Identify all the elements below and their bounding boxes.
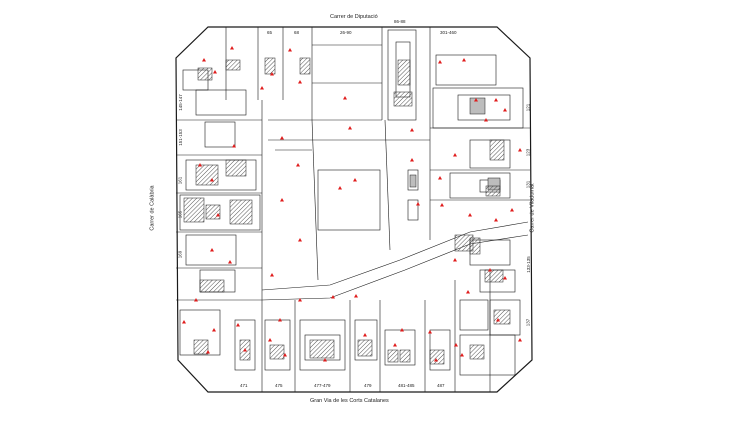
right-number-4: 133-135: [525, 256, 531, 273]
entrance-marker: [496, 318, 500, 322]
entrance-marker: [268, 338, 272, 342]
entrance-marker: [298, 80, 302, 84]
street-bottom-label: Gran Via de les Corts Catalanes: [310, 398, 389, 404]
entrance-marker: [494, 98, 498, 102]
entrance-marker: [232, 144, 236, 148]
bottom-number-3: 477-479: [314, 383, 331, 388]
entrance-marker: [460, 353, 464, 357]
entrance-marker: [212, 328, 216, 332]
entrance-marker: [518, 148, 522, 152]
left-number-2: 151-153: [177, 129, 183, 146]
left-number-5: 169: [177, 250, 183, 259]
bottom-number-1: 471: [240, 383, 248, 388]
entrance-marker: [296, 163, 300, 167]
entrance-marker: [466, 290, 470, 294]
entrance-marker: [202, 58, 206, 62]
entrance-marker: [410, 128, 414, 132]
entrance-marker: [416, 202, 420, 206]
entrance-marker: [503, 108, 507, 112]
entrance-marker: [331, 295, 335, 299]
entrance-marker: [510, 208, 514, 212]
entrance-markers: [182, 46, 522, 362]
entrance-marker: [216, 213, 220, 217]
entrance-marker: [280, 198, 284, 202]
bottom-number-4: 479: [364, 383, 372, 388]
gray-blocks: [409, 97, 501, 191]
entrance-marker: [338, 186, 342, 190]
entrance-marker: [228, 260, 232, 264]
entrance-marker: [488, 268, 492, 272]
entrance-marker: [428, 330, 432, 334]
bottom-number-6: 487: [437, 383, 445, 388]
entrance-marker: [400, 328, 404, 332]
entrance-marker: [236, 323, 240, 327]
entrance-marker: [270, 273, 274, 277]
entrance-marker: [230, 46, 234, 50]
street-left-label: Carrer de Calàbria: [149, 185, 156, 231]
entrance-marker: [210, 248, 214, 252]
entrance-marker: [348, 126, 352, 130]
entrance-marker: [198, 163, 202, 167]
entrance-marker: [363, 333, 367, 337]
entrance-marker: [453, 258, 457, 262]
entrance-marker: [438, 176, 442, 180]
bottom-number-2: 475: [275, 383, 283, 388]
entrance-marker: [503, 276, 507, 280]
top-number-1: 65: [267, 30, 273, 35]
block-outline: [175, 26, 533, 393]
hatched-stairs: [183, 57, 511, 365]
entrance-marker: [298, 298, 302, 302]
street-top-label: Carrer de Diputació: [330, 14, 378, 20]
right-number-3: 131: [525, 180, 531, 189]
left-number-3: 161: [177, 176, 183, 185]
entrance-marker: [283, 353, 287, 357]
entrance-marker: [194, 298, 198, 302]
entrance-marker: [280, 136, 284, 140]
entrance-marker: [343, 96, 347, 100]
entrance-marker: [393, 343, 397, 347]
entrance-marker: [474, 98, 478, 102]
right-number-1: 121: [525, 103, 531, 112]
street-right-label: Carrer de Viladomat: [529, 183, 536, 233]
entrance-marker: [434, 358, 438, 362]
entrance-marker: [468, 213, 472, 217]
entrance-marker: [323, 358, 327, 362]
top-number-3: 26-90: [340, 30, 352, 35]
entrance-marker: [260, 86, 264, 90]
interior-lines: [176, 27, 530, 392]
entrance-marker: [438, 60, 442, 64]
entrance-marker: [453, 153, 457, 157]
entrance-marker: [410, 158, 414, 162]
entrance-marker: [353, 178, 357, 182]
entrance-marker: [454, 343, 458, 347]
right-number-5: 137: [525, 318, 531, 327]
top-number-2: 68: [294, 30, 300, 35]
entrance-marker: [462, 58, 466, 62]
entrance-marker: [484, 118, 488, 122]
right-number-2: 123: [525, 148, 531, 157]
entrance-marker: [518, 338, 522, 342]
top-right-number: 301-460: [440, 30, 457, 35]
entrance-marker: [278, 318, 282, 322]
bottom-number-5: 481-485: [398, 383, 415, 388]
entrance-marker: [182, 320, 186, 324]
entrance-marker: [213, 70, 217, 74]
top-number-4: 86-88: [394, 19, 406, 24]
left-number-1: 145-147: [177, 94, 183, 111]
entrance-marker: [243, 348, 247, 352]
entrance-marker: [270, 72, 274, 76]
entrance-marker: [210, 178, 214, 182]
entrance-marker: [440, 203, 444, 207]
entrance-marker: [206, 350, 210, 354]
entrance-marker: [354, 294, 358, 298]
entrance-marker: [494, 218, 498, 222]
left-number-4: 165: [177, 210, 183, 219]
entrance-marker: [288, 48, 292, 52]
entrance-marker: [298, 238, 302, 242]
